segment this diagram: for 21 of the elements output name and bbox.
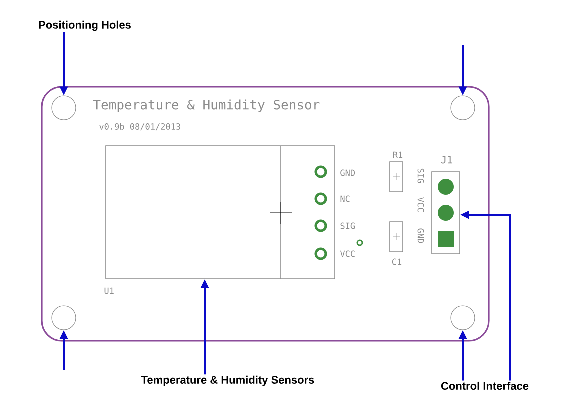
callout-text: Positioning Holes xyxy=(39,20,131,32)
mounting-hole xyxy=(52,306,76,330)
part-label: C1 xyxy=(392,258,402,266)
pin-label: NC xyxy=(340,196,350,202)
pin-label: GND xyxy=(418,228,424,244)
mounting-hole xyxy=(450,96,476,120)
callout-text: Temperature & Humidity Sensors xyxy=(141,376,314,386)
pin-label: SIG xyxy=(340,222,356,230)
pin-label: SIG xyxy=(418,168,424,184)
mounting-hole xyxy=(450,306,476,330)
pin-label: VCC xyxy=(418,198,424,212)
board-title: Temperature & Humidity Sensor xyxy=(94,100,320,112)
part-label: R1 xyxy=(393,152,403,158)
pin-label: U1 xyxy=(104,288,114,294)
connector-label: J1 xyxy=(442,156,452,164)
callout-text: Control Interface xyxy=(441,382,529,390)
pin-label: VCC xyxy=(340,250,355,258)
version-text: v0.9b 08/01/2013 xyxy=(100,123,180,131)
pin-label: GND xyxy=(340,170,356,176)
sensor-outline xyxy=(106,146,336,280)
mounting-hole xyxy=(52,96,76,120)
